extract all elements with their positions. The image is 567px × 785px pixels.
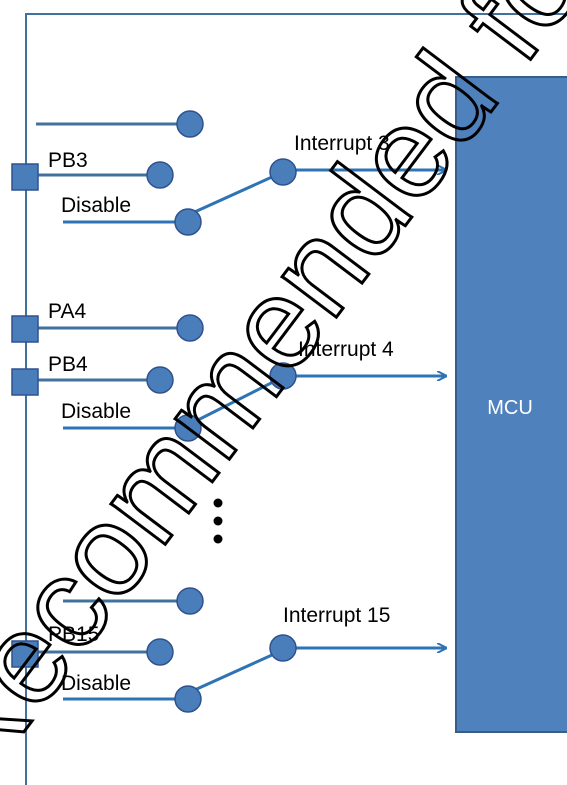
pin-pad <box>11 640 39 668</box>
pin-label-pa4: PA4 <box>48 300 86 323</box>
interrupt-label: Interrupt 4 <box>298 338 394 361</box>
switch-output-node <box>269 362 297 390</box>
port-frame <box>25 13 567 785</box>
mux-input-node <box>176 314 204 342</box>
switch-output-node <box>269 634 297 662</box>
mux-input-node <box>176 110 204 138</box>
mux-input-node <box>174 208 202 236</box>
pin-label-pb15: PB15 <box>48 623 99 646</box>
pin-label-pb3: PB3 <box>48 149 88 172</box>
interrupt-label: Interrupt 3 <box>294 132 390 155</box>
pin-pad <box>11 163 39 191</box>
switch-arm <box>187 170 284 217</box>
ellipsis-dot <box>213 498 223 508</box>
mux-input-node <box>174 414 202 442</box>
pin-pad <box>11 315 39 343</box>
disable-label: Disable <box>61 672 131 695</box>
ellipsis-dot <box>213 516 223 526</box>
switch-arm <box>187 648 284 695</box>
ellipsis-dot <box>213 534 223 544</box>
disable-label: Disable <box>61 400 131 423</box>
mux-input-node <box>146 161 174 189</box>
switch-output-node <box>269 158 297 186</box>
interrupt-label: Interrupt 15 <box>283 604 390 627</box>
mux-input-node <box>146 366 174 394</box>
switch-arm <box>187 375 284 427</box>
mux-input-node <box>146 638 174 666</box>
mux-input-node <box>176 587 204 615</box>
pin-pad <box>11 368 39 396</box>
mux-input-node <box>174 685 202 713</box>
pin-label-pb4: PB4 <box>48 353 88 376</box>
mcu-label: MCU <box>487 397 533 419</box>
mcu-block <box>455 76 567 733</box>
disable-label: Disable <box>61 194 131 217</box>
